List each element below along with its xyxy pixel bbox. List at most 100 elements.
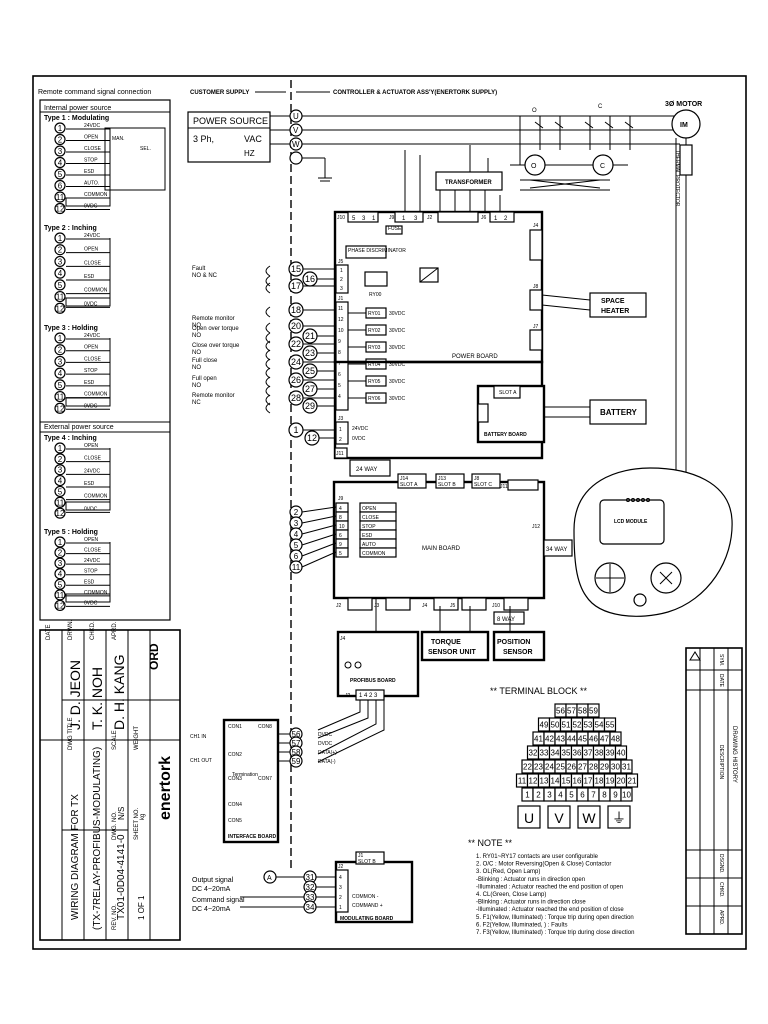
remote-signal-label: CLOSE <box>84 146 102 152</box>
j6-pin1: 1 <box>494 216 498 222</box>
remote-terminal-3-number: 3 <box>58 257 63 266</box>
tb-dwg-no-label: DWG. NO. <box>112 811 118 840</box>
remote-signal-label: AUTO. <box>84 181 99 187</box>
remote-terminal-4-circle <box>54 474 66 487</box>
remote-command-title: Remote command signal connection <box>38 89 151 96</box>
remote-terminal-5: 5 <box>54 279 66 291</box>
relay-contact-rating: 30VDC <box>389 379 406 385</box>
remote-signal-label: STOP <box>84 569 98 575</box>
mod-pin: 3 <box>339 885 342 891</box>
tb-drwn-label: DRWN. <box>68 619 74 640</box>
remote-terminal-2-number: 2 <box>58 549 63 558</box>
remote-terminal-11-circle <box>54 290 66 303</box>
remote-terminal-6-circle <box>54 179 66 192</box>
terminal-block-cell: 15 <box>562 777 571 786</box>
remote-terminal-12: 12 <box>54 202 66 215</box>
main-pin: 4 <box>339 506 342 512</box>
slot-connector <box>471 473 501 489</box>
mod-terminal-33-number: 33 <box>306 893 315 902</box>
terminal-block-cell: 18 <box>595 777 604 786</box>
terminal-block-power: W <box>582 810 596 826</box>
fault-terminal-24-number: 24 <box>291 357 301 367</box>
main-terminal-2-number: 2 <box>294 508 299 517</box>
remote-terminal-2-circle <box>54 133 66 146</box>
notes-title: ** NOTE ** <box>468 838 513 848</box>
fault-terminal-26: 26 <box>288 372 304 388</box>
note-line: 2. O/C : Motor Reversing(Open & Close) C… <box>476 862 611 868</box>
profibus-pins: 1 4 2 3 <box>359 693 378 699</box>
remote-terminal-2: 2 <box>54 546 66 559</box>
fault-terminal-21: 21 <box>302 328 318 344</box>
main-pin: 8 <box>339 515 342 521</box>
mod-command-label: COMMAND + <box>352 903 383 909</box>
remote-signal-label: 0VDC <box>84 301 98 307</box>
remote-terminal-2-circle <box>54 244 66 256</box>
remote-terminal-1-number: 1 <box>58 124 63 133</box>
relay-contact-rating: 30VDC <box>389 311 406 317</box>
main-j9-label: J9 <box>338 496 344 502</box>
remote-terminal-11: 11 <box>54 290 66 303</box>
remote-terminal-5-number: 5 <box>58 381 63 390</box>
note-line: -Illuminated : Actuator reached the end … <box>476 884 623 890</box>
interface-terminal-57-number: 57 <box>292 739 301 748</box>
remote-signal-label: ESD <box>84 481 95 487</box>
remote-terminal-1-circle <box>54 122 66 134</box>
ch1-out-label: CH1 OUT <box>190 758 212 764</box>
external-power-label: External power source <box>44 424 114 431</box>
remote-terminal-12-number: 12 <box>56 404 65 413</box>
terminal-block-cell: 30 <box>611 763 620 772</box>
terminal-block-cell: 31 <box>622 763 631 772</box>
remote-terminal-2-circle <box>54 453 66 465</box>
history-sym: SYM. <box>718 654 724 666</box>
command-dc-label: DC 4~20mA <box>192 906 231 913</box>
ammeter-symbol: A <box>267 875 272 882</box>
history-title: DRAWING HISTORY <box>731 726 737 783</box>
interface-signal: DVDC <box>318 732 333 738</box>
battery <box>589 399 647 425</box>
remote-terminal-12: 12 <box>54 599 66 612</box>
remote-signal-label: 24VDC <box>84 558 101 564</box>
j11-label: J11 <box>336 451 344 457</box>
j1-pin: 10 <box>338 328 344 334</box>
remote-terminal-11-circle <box>54 496 66 508</box>
terminal-block-cell: 51 <box>562 721 571 730</box>
remote-terminal-11: 11 <box>54 496 66 508</box>
remote-terminal-4-circle <box>54 367 66 379</box>
interface-connector: CON8 <box>258 724 272 730</box>
remote-signal-label: COMMON <box>84 590 108 596</box>
j1-pin: 6 <box>338 372 341 378</box>
remote-terminal-5: 5 <box>54 485 66 498</box>
remote-type-4: Type 4 : Inching123451112OPENCLOSE24VDCE… <box>44 435 111 519</box>
drawing-border <box>32 75 747 950</box>
remote-terminal-2: 2 <box>54 453 66 465</box>
fault-item-contact: NO <box>192 365 201 371</box>
terminal-block-power: ⏚ <box>612 810 626 826</box>
motor: IM THERMAL PROTECTOR <box>671 109 701 480</box>
j10-label: J10 <box>337 215 345 221</box>
terminal-block-cell: 39 <box>606 749 615 758</box>
tb-aprd-name: D. H. KANG <box>111 655 127 730</box>
interface-connector: CON1 <box>228 724 242 730</box>
remote-type-title: Type 3 : Holding <box>44 325 98 332</box>
fault-item-contact: NO <box>192 350 201 356</box>
main-terminal-11: 11 <box>289 560 303 574</box>
fault-terminal-15-number: 15 <box>291 264 301 274</box>
fault-item-contact: NO <box>192 323 201 329</box>
remote-signal-label: CLOSE <box>84 356 102 362</box>
note-line: 6. F2(Yellow, Illuminated, ) : Faults <box>476 922 568 928</box>
remote-terminal-2: 2 <box>54 133 66 146</box>
remote-signal-label: 24VDC <box>84 468 101 474</box>
space-heater-label-2: HEATER <box>601 308 629 315</box>
remote-terminal-4-number: 4 <box>58 477 63 486</box>
cable-24way <box>349 459 391 477</box>
j2-label: J2 <box>427 215 433 221</box>
j1-label: J1 <box>338 296 344 302</box>
remote-terminal-12-circle <box>54 402 66 414</box>
terminal-block-cell: 48 <box>611 735 620 744</box>
history-dsgnd: DSGND. <box>718 854 724 873</box>
terminal-block-cell: 14 <box>551 777 560 786</box>
svg-text:O: O <box>531 163 537 170</box>
interface-connector: CON2 <box>228 752 242 758</box>
main-signal-label: CLOSE <box>362 515 380 521</box>
